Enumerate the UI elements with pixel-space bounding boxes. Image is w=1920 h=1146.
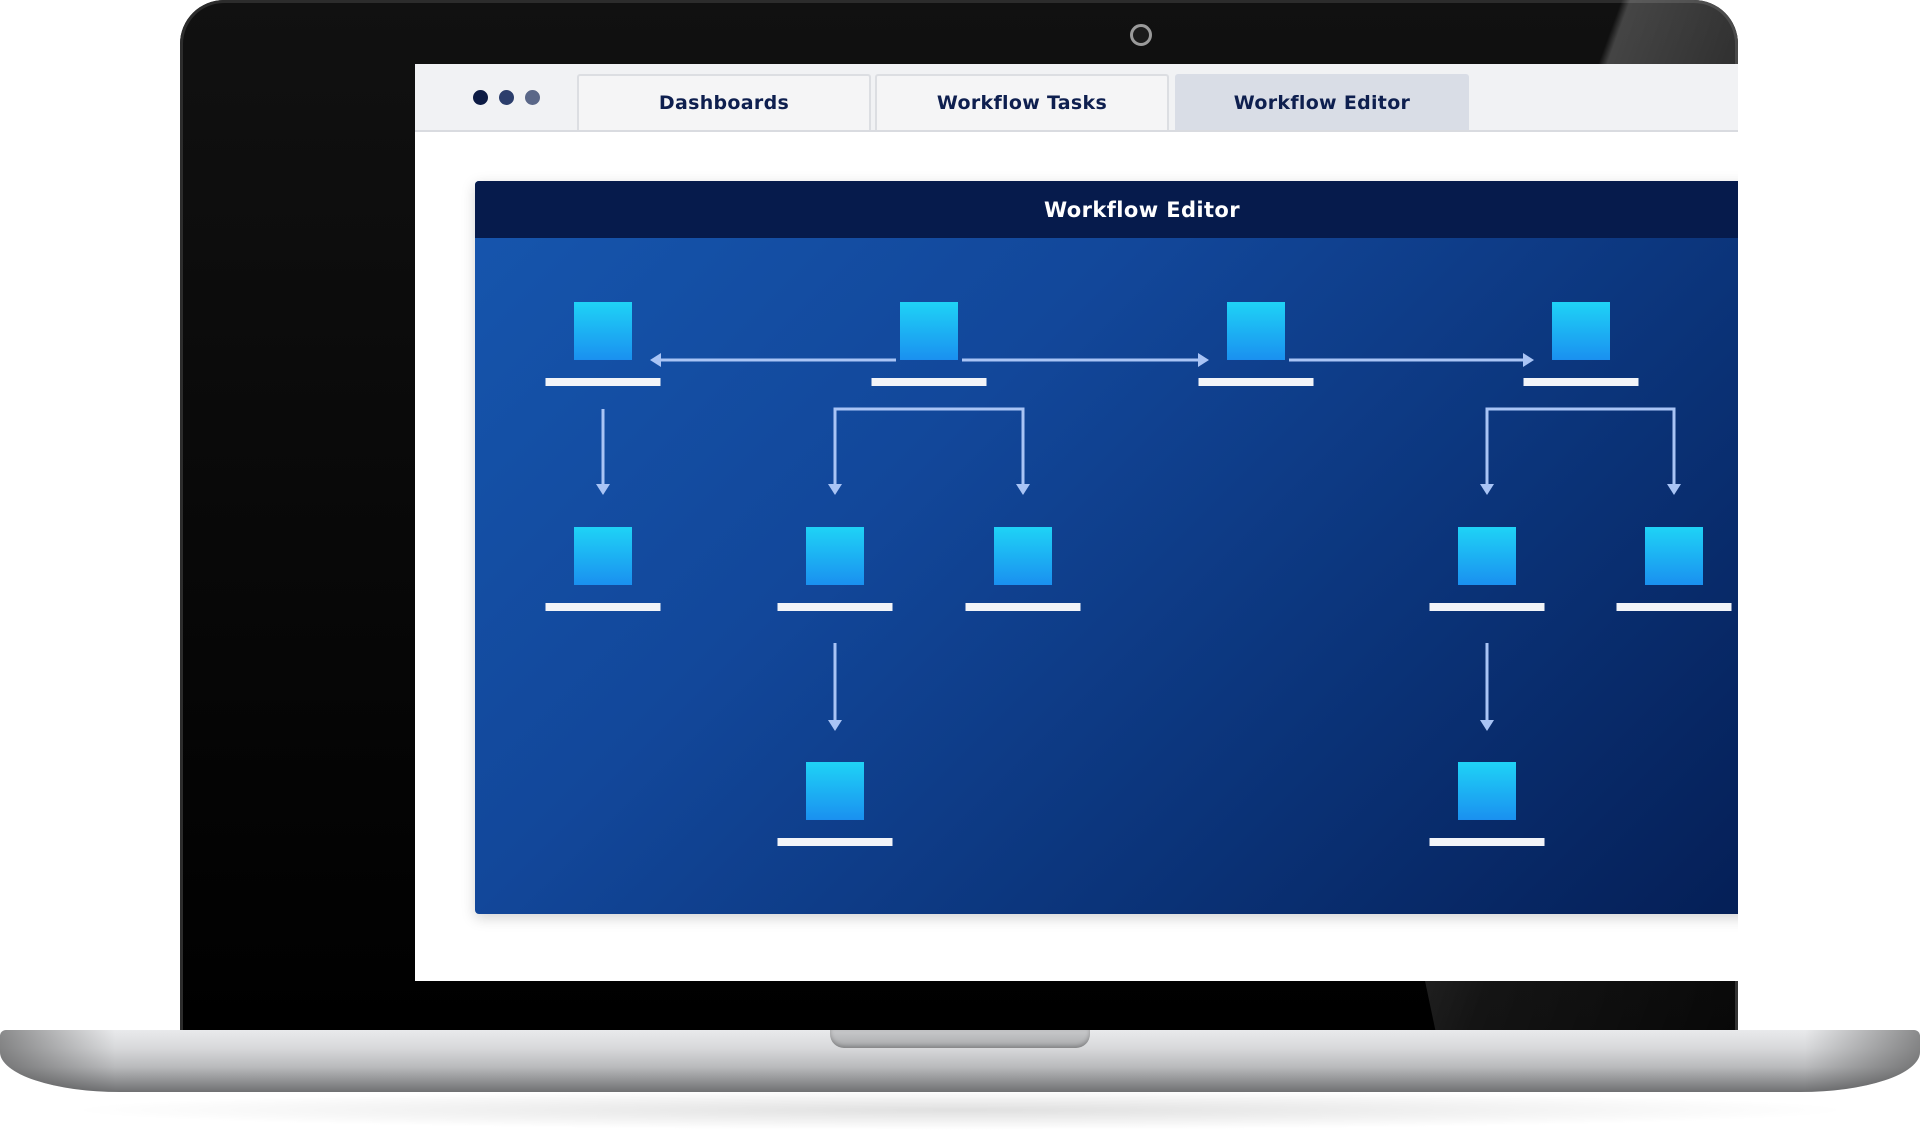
tab-workflow-tasks[interactable]: Workflow Tasks bbox=[875, 74, 1169, 130]
arrow-down-icon bbox=[596, 484, 610, 495]
node-box-icon[interactable] bbox=[994, 527, 1052, 585]
node-label-placeholder bbox=[1198, 378, 1314, 386]
node-box-icon[interactable] bbox=[1552, 302, 1610, 360]
node-box-icon[interactable] bbox=[806, 527, 864, 585]
arrow-down-icon bbox=[828, 484, 842, 495]
node-box-icon[interactable] bbox=[1458, 527, 1516, 585]
arrow-down-icon bbox=[828, 720, 842, 731]
tab-bar: Dashboards Workflow Tasks Workflow Edito… bbox=[415, 64, 1738, 132]
arrow-down-icon bbox=[1480, 484, 1494, 495]
node-label-placeholder bbox=[871, 378, 987, 386]
workflow-node[interactable] bbox=[1429, 527, 1545, 611]
node-label-placeholder bbox=[777, 603, 893, 611]
node-box-icon[interactable] bbox=[806, 762, 864, 820]
window-dot-icon[interactable] bbox=[473, 90, 488, 105]
node-label-placeholder bbox=[777, 838, 893, 846]
window-controls bbox=[473, 90, 540, 105]
arrow-right-icon bbox=[1523, 353, 1534, 367]
tab-workflow-editor[interactable]: Workflow Editor bbox=[1175, 74, 1469, 130]
node-label-placeholder bbox=[1429, 603, 1545, 611]
workflow-node[interactable] bbox=[777, 762, 893, 846]
workflow-node[interactable] bbox=[1198, 302, 1314, 386]
arrow-down-icon bbox=[1667, 484, 1681, 495]
window-dot-icon[interactable] bbox=[499, 90, 514, 105]
laptop-screen: Dashboards Workflow Tasks Workflow Edito… bbox=[415, 64, 1738, 981]
workflow-node[interactable] bbox=[1616, 527, 1732, 611]
edge-layer bbox=[596, 353, 1681, 731]
workflow-node[interactable] bbox=[777, 527, 893, 611]
workflow-canvas[interactable] bbox=[475, 181, 1738, 914]
workflow-node[interactable] bbox=[871, 302, 987, 386]
node-label-placeholder bbox=[545, 378, 661, 386]
node-label-placeholder bbox=[1616, 603, 1732, 611]
node-label-placeholder bbox=[1429, 838, 1545, 846]
workflow-editor-panel: Workflow Editor bbox=[475, 181, 1738, 914]
panel-title: Workflow Editor bbox=[475, 181, 1738, 238]
node-box-icon[interactable] bbox=[1458, 762, 1516, 820]
node-box-icon[interactable] bbox=[574, 302, 632, 360]
node-box-icon[interactable] bbox=[574, 527, 632, 585]
workflow-node[interactable] bbox=[545, 302, 661, 386]
node-label-placeholder bbox=[965, 603, 1081, 611]
node-label-placeholder bbox=[1523, 378, 1639, 386]
arrow-down-icon bbox=[1480, 720, 1494, 731]
arrow-right-icon bbox=[1198, 353, 1209, 367]
edge-bracket bbox=[833, 407, 1025, 485]
camera-icon bbox=[1130, 24, 1152, 46]
edge-bracket bbox=[1485, 407, 1676, 485]
tab-dashboards[interactable]: Dashboards bbox=[577, 74, 871, 130]
base-shadow bbox=[60, 1090, 1860, 1130]
node-box-icon[interactable] bbox=[1645, 527, 1703, 585]
workflow-node[interactable] bbox=[1429, 762, 1545, 846]
node-label-placeholder bbox=[545, 603, 661, 611]
workflow-node[interactable] bbox=[1523, 302, 1639, 386]
arrow-left-icon bbox=[650, 353, 661, 367]
laptop-lid: Dashboards Workflow Tasks Workflow Edito… bbox=[180, 0, 1738, 1035]
workflow-node[interactable] bbox=[965, 527, 1081, 611]
window-dot-icon[interactable] bbox=[525, 90, 540, 105]
node-box-icon[interactable] bbox=[900, 302, 958, 360]
node-layer bbox=[545, 302, 1732, 846]
laptop-notch bbox=[830, 1030, 1090, 1048]
workflow-node[interactable] bbox=[545, 527, 661, 611]
node-box-icon[interactable] bbox=[1227, 302, 1285, 360]
arrow-down-icon bbox=[1016, 484, 1030, 495]
